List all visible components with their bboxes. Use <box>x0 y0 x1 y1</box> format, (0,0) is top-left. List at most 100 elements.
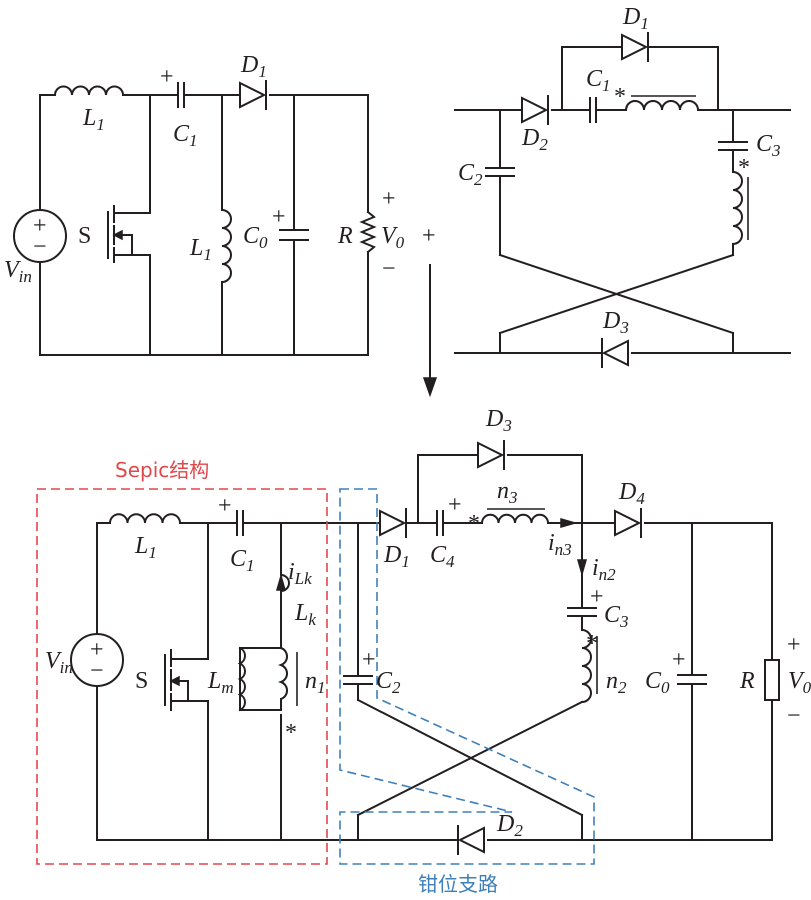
plus-vin: + <box>33 213 47 239</box>
diode-d1 <box>239 80 267 110</box>
diode-d1-clamp <box>621 32 649 62</box>
label-c2-combined: C <box>376 668 393 694</box>
mosfet-s <box>107 205 133 263</box>
label-c4-combined: C <box>430 542 447 568</box>
inductor-n2-combined <box>580 628 592 704</box>
svg-text:iLk: iLk <box>288 559 312 588</box>
label-l1: L <box>82 105 96 131</box>
label-r: R <box>337 223 353 249</box>
voltage-source-vin-combined <box>70 633 124 687</box>
star-n1: * <box>285 720 297 746</box>
capacitor-c2-combined <box>343 675 373 685</box>
svg-text:C4: C4 <box>430 542 455 571</box>
label-ilk: i <box>288 559 295 585</box>
plus-c3: + <box>590 584 604 610</box>
plus-c0-combined: + <box>672 647 686 673</box>
label-vin: V <box>4 257 21 283</box>
svg-text:Vin: Vin <box>45 648 73 677</box>
diode-d3-clamp <box>601 338 629 368</box>
label-n2: n <box>606 668 618 694</box>
svg-text:D4: D4 <box>618 479 645 508</box>
label-d2-clamp: D <box>521 125 539 151</box>
inductor-n2-clamp <box>731 170 743 246</box>
label-d3-clamp: D <box>602 308 620 334</box>
svg-text:n3: n3 <box>497 478 518 507</box>
clamp-branch-schematic <box>454 32 791 368</box>
label-lm: L <box>207 668 221 694</box>
svg-text:C0: C0 <box>243 223 268 252</box>
label-c1: C <box>173 121 190 147</box>
label-vin-combined: V <box>45 648 62 674</box>
capacitor-c2-clamp <box>485 167 515 177</box>
minus-vin: − <box>33 234 47 260</box>
svg-text:D3: D3 <box>602 308 629 337</box>
plus-vin-combined: + <box>90 637 104 663</box>
plus-c4: + <box>448 492 462 518</box>
label-d2-combined: D <box>496 811 514 837</box>
svg-text:C1: C1 <box>586 66 611 95</box>
plus-c1-combined: + <box>218 493 232 519</box>
combined-circuit-schematic <box>36 440 780 865</box>
label-d1-clamp: D <box>622 4 640 30</box>
label-s: S <box>78 223 91 249</box>
capacitor-c0-combined <box>677 674 707 685</box>
inductor-l1-vertical <box>220 208 232 284</box>
plus-v0-combined: + <box>787 632 801 658</box>
label-n3: n <box>497 478 509 504</box>
svg-text:C3: C3 <box>756 131 781 160</box>
label-in3: i <box>548 530 555 556</box>
svg-text:Vin: Vin <box>4 257 32 286</box>
star-n2-top: * <box>738 155 750 181</box>
svg-text:L1: L1 <box>189 235 212 264</box>
inductor-lm-combined <box>237 646 246 712</box>
label-l1-combined: L <box>134 533 148 559</box>
star-n2: * <box>586 631 598 657</box>
label-v0-combined: V <box>788 668 805 694</box>
label-n1: n <box>305 668 317 694</box>
inductor-lk-combined <box>279 573 290 641</box>
label-sepic-region: Sepic结构 <box>115 458 209 482</box>
inductor-n3-top <box>624 100 701 112</box>
minus-v0: − <box>382 256 396 282</box>
capacitor-c3-clamp <box>718 141 748 151</box>
capacitor-c1-clamp <box>589 97 597 123</box>
label-lk: L <box>294 600 308 626</box>
label-clamp-region: 钳位支路 <box>418 872 498 896</box>
svg-text:C2: C2 <box>458 160 483 189</box>
inductor-n3-combined <box>480 513 550 525</box>
svg-text:in2: in2 <box>592 555 616 584</box>
plus-c0: + <box>272 204 286 230</box>
label-l1-vert: L <box>189 235 203 261</box>
label-in2: i <box>592 555 599 581</box>
star-n3: * <box>468 511 480 537</box>
label-c0-combined: C <box>645 668 662 694</box>
resistor-r-combined <box>764 659 780 701</box>
label-c1-clamp: C <box>586 66 603 92</box>
label-d1: D <box>240 52 258 78</box>
transform-arrow <box>422 264 438 398</box>
diode-d4-combined <box>614 508 642 538</box>
capacitor-c1 <box>177 82 185 108</box>
label-c1-combined: C <box>230 546 247 572</box>
plus-middle: + <box>422 223 436 249</box>
svg-text:C1: C1 <box>173 121 198 150</box>
svg-text:V0: V0 <box>788 668 811 697</box>
labels: L1 + C1 D1 S L1 C0 + R + V0 − + − Vin + … <box>4 4 811 896</box>
svg-text:D2: D2 <box>521 125 548 154</box>
svg-text:D1: D1 <box>240 52 267 81</box>
label-c3-clamp: C <box>756 131 773 157</box>
inductor-n1-combined <box>277 646 288 711</box>
svg-text:C2: C2 <box>376 668 401 697</box>
capacitor-c0 <box>279 229 309 241</box>
diode-d3-combined <box>477 440 505 470</box>
svg-text:V0: V0 <box>381 223 405 252</box>
svg-text:Lm: Lm <box>207 668 234 697</box>
svg-text:Lk: Lk <box>294 600 316 629</box>
minus-vin-combined: − <box>90 658 104 684</box>
plus-c1: + <box>160 64 174 90</box>
label-c0: C <box>243 223 260 249</box>
resistor-r <box>359 210 377 254</box>
plus-v0: + <box>382 186 396 212</box>
svg-text:L1: L1 <box>134 533 157 562</box>
